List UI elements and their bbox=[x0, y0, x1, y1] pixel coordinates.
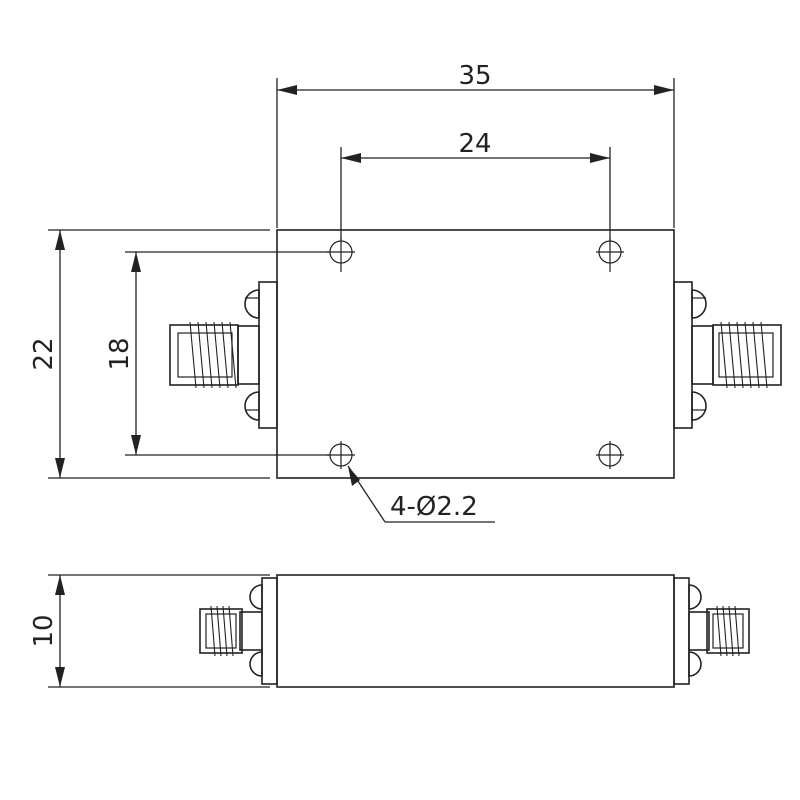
mounting-hole-bottom-left bbox=[327, 441, 355, 469]
dimension-label-18: 18 bbox=[105, 337, 135, 370]
mounting-hole-bottom-right bbox=[596, 441, 624, 469]
sma-connector-left-top bbox=[169, 281, 278, 429]
dimension-overall-length: 35 bbox=[276, 61, 675, 228]
sma-connector-left-side bbox=[199, 577, 278, 685]
side-view: 10 bbox=[29, 574, 750, 688]
top-view: 35 24 22 18 bbox=[29, 61, 782, 523]
hole-callout: 4-Ø2.2 bbox=[347, 465, 495, 523]
dimension-label-10: 10 bbox=[29, 614, 59, 647]
top-view-body bbox=[276, 229, 675, 479]
mounting-hole-top-right bbox=[596, 238, 624, 272]
dimension-label-35: 35 bbox=[458, 61, 491, 91]
dimension-hole-spacing-x: 24 bbox=[340, 129, 611, 240]
dimension-overall-width: 22 bbox=[29, 229, 270, 479]
dimension-label-22: 22 bbox=[29, 337, 59, 370]
dimension-height: 10 bbox=[29, 574, 270, 688]
hole-callout-label: 4-Ø2.2 bbox=[390, 492, 478, 522]
dimension-hole-spacing-y: 18 bbox=[105, 251, 330, 456]
side-view-body bbox=[276, 574, 675, 688]
mounting-hole-top-left bbox=[327, 238, 355, 272]
sma-connector-right-side bbox=[673, 577, 750, 685]
sma-connector-right-top bbox=[673, 281, 782, 429]
dimension-label-24: 24 bbox=[458, 129, 491, 159]
